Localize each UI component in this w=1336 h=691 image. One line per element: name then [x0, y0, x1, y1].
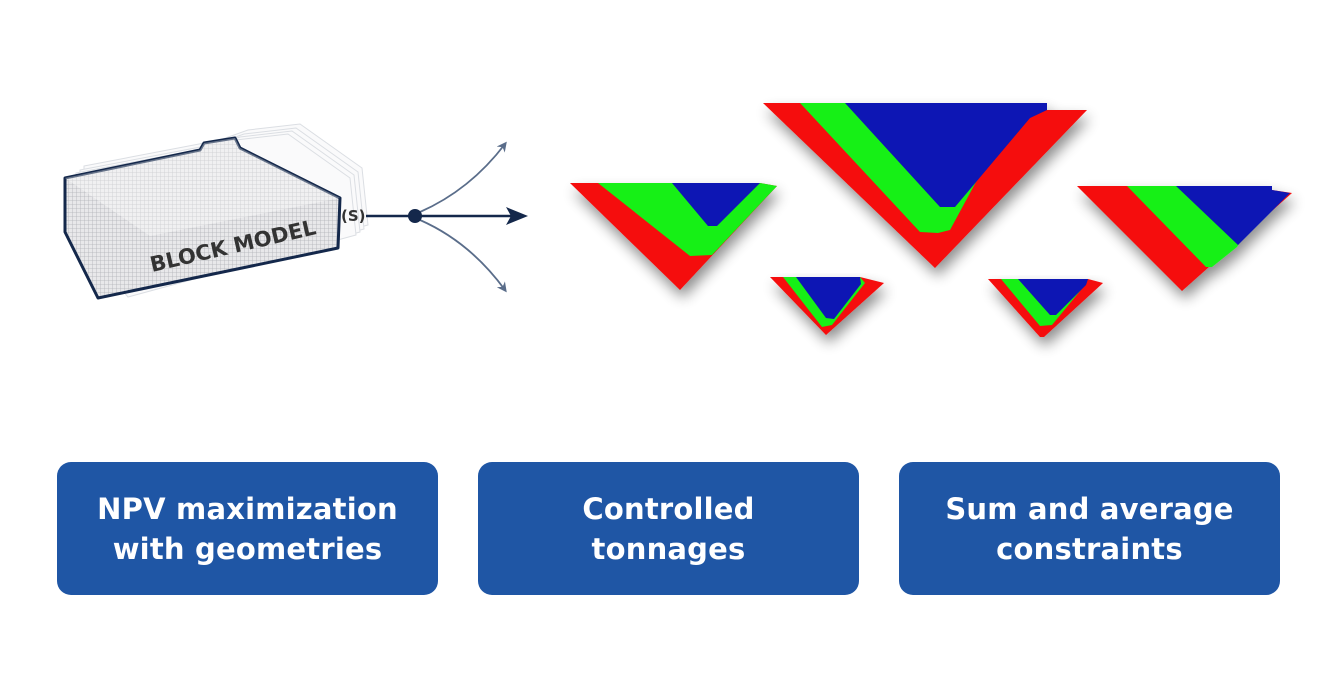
scenarios-label: (S): [341, 207, 366, 225]
pit-shell-small-2: [988, 279, 1103, 337]
block-model-icon: BLOCK MODEL (S): [63, 123, 369, 300]
feature-label-line2: constraints: [996, 531, 1183, 566]
feature-npv-maximization: NPV maximization with geometries: [57, 462, 438, 595]
feature-controlled-tonnages: Controlled tonnages: [478, 462, 859, 595]
pit-shell-small-1: [770, 277, 884, 335]
pit-shell-right: [1077, 186, 1292, 291]
pit-shell-large-center: [763, 103, 1087, 268]
feature-label-line1: NPV maximization: [97, 491, 398, 526]
arrow-up: [419, 141, 507, 213]
branch-node: [408, 209, 422, 223]
diagram-canvas: BLOCK MODEL (S): [63, 103, 1292, 337]
branch-arrows: [366, 141, 528, 293]
feature-label-line2: tonnages: [591, 531, 746, 566]
feature-label-line2: with geometries: [112, 531, 383, 566]
arrow-down: [419, 219, 507, 293]
feature-label-line1: Controlled: [582, 491, 755, 526]
feature-sum-average-constraints: Sum and average constraints: [899, 462, 1280, 595]
pit-shell-left: [570, 183, 777, 290]
feature-label-line1: Sum and average: [945, 491, 1234, 526]
